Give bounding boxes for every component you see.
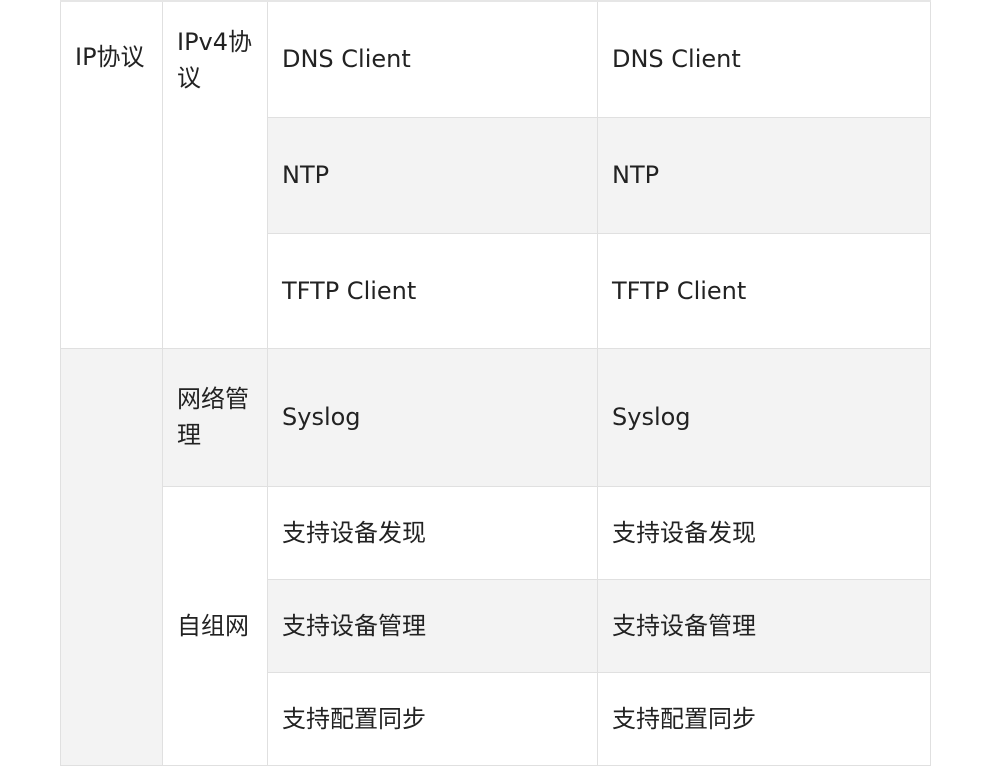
value-cell: NTP	[267, 116, 598, 234]
value-cell: Syslog	[597, 347, 931, 487]
value-cell: 支持设备发现	[267, 485, 598, 580]
table-row: NTP NTP	[60, 116, 931, 234]
category-cell	[60, 347, 163, 766]
value-cell: TFTP Client	[267, 232, 598, 349]
value-cell: 支持配置同步	[597, 671, 931, 766]
table-row: IP协议 IPv4协议 DNS Client DNS Client	[60, 0, 931, 349]
value-cell: NTP	[597, 116, 931, 234]
table-row: 网络管理 Syslog Syslog	[60, 347, 931, 766]
spec-table: IP协议 IPv4协议 DNS Client DNS Client NTP NT…	[60, 0, 931, 766]
value-cell: 支持设备发现	[597, 485, 931, 580]
value-cell: 支持设备管理	[597, 578, 931, 673]
value-cell: DNS Client	[597, 0, 931, 118]
value-cell: 支持配置同步	[267, 671, 598, 766]
value-cell: Syslog	[267, 347, 598, 487]
value-cell: TFTP Client	[597, 232, 931, 349]
category-cell: IP协议	[60, 0, 163, 349]
subcategory-cell: 自组网	[162, 485, 268, 766]
subcategory-cell: 网络管理	[162, 347, 268, 487]
subcategory-cell: IPv4协议	[162, 0, 268, 349]
table-row: 自组网 支持设备发现 支持设备发现	[60, 485, 931, 766]
value-cell: 支持设备管理	[267, 578, 598, 673]
value-cell: DNS Client	[267, 0, 598, 118]
